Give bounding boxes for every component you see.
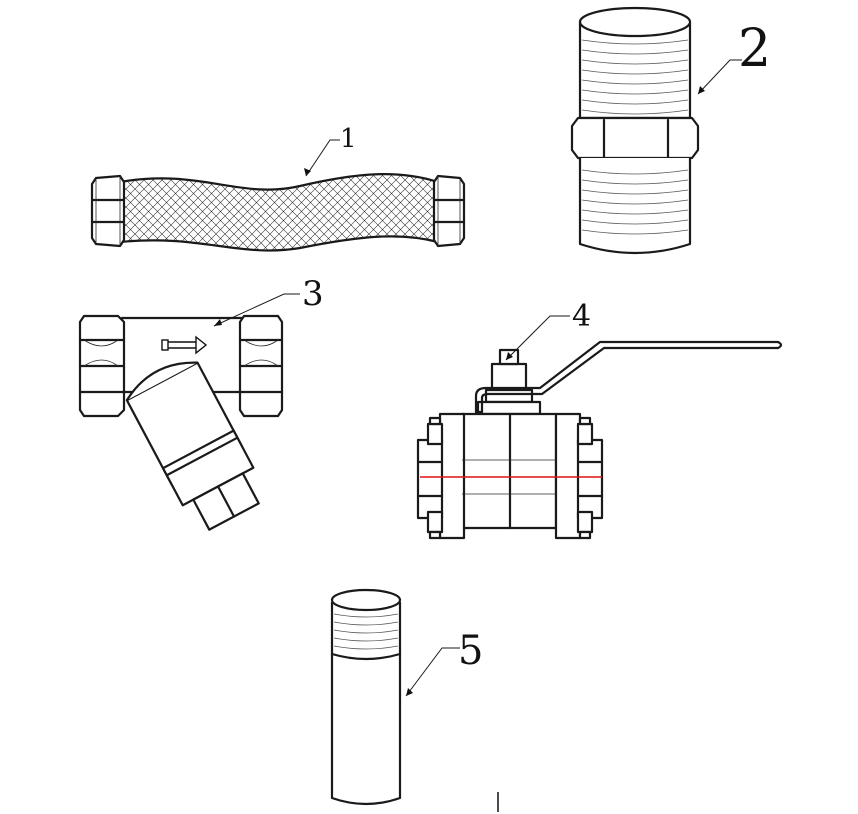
label-1: 1	[340, 124, 357, 154]
hose-left-nut	[90, 174, 126, 248]
braided-hose-icon: 1	[90, 124, 466, 252]
label-4: 4	[572, 299, 591, 334]
label-3: 3	[302, 274, 324, 314]
strainer-left-nut	[78, 314, 126, 418]
strainer-right-nut	[238, 314, 284, 418]
hose-right-nut	[432, 174, 466, 248]
ball-valve-icon: 4	[416, 299, 783, 540]
pipe-nipple-icon: 5	[330, 588, 483, 806]
y-strainer-icon: 3	[78, 274, 324, 531]
label-5: 5	[458, 628, 483, 674]
label-2: 2	[738, 19, 771, 79]
flow-arrow-icon	[161, 335, 208, 355]
hex-nipple-icon: 2	[570, 6, 771, 255]
